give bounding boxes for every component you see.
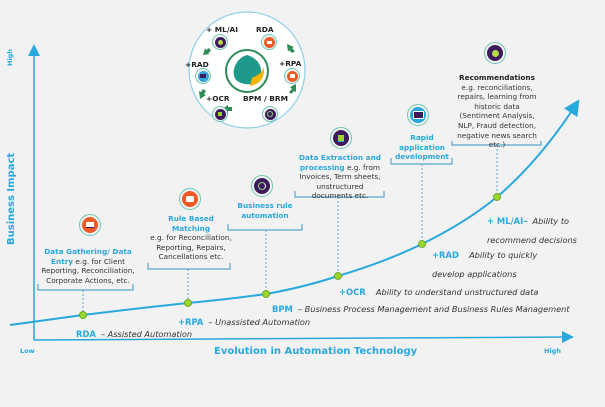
bracket-rpa — [147, 263, 231, 270]
curve-label-rda: RDA – Assisted Automation — [76, 329, 193, 339]
point-mlai — [493, 193, 501, 201]
cycle-arrow-2 — [289, 84, 296, 94]
cycle-robot-icon — [284, 68, 300, 84]
y-axis-high-label: High — [6, 49, 14, 66]
y-axis-title: Business Impact — [6, 152, 17, 245]
bracket-rda — [37, 284, 134, 291]
stage-title-ocr: Data Extraction and processing — [298, 153, 382, 172]
stage-download-icon — [330, 127, 352, 149]
cycle-label-ocr: +OCR — [206, 94, 230, 103]
cycle-label-mlai: + ML/AI — [206, 25, 238, 34]
x-axis — [33, 331, 574, 344]
point-bpm — [262, 290, 270, 298]
stage-desc-rda: Data Gathering/ Data Entry e.g. for Clie… — [38, 247, 138, 285]
stage-text-mlai: e.g. reconciliations, repairs, learning … — [457, 82, 537, 150]
stage-text-rpa: e.g. for Reconciliation, Reporting, Repa… — [150, 233, 232, 262]
bracket-bpm — [227, 224, 303, 231]
cycle-download-icon — [212, 106, 228, 122]
stage-laptop-icon — [79, 214, 101, 236]
stage-text-ocr: e.g. from Invoices, Term sheets, unstruc… — [299, 162, 381, 201]
cycle-label-bpm: BPM / BRM — [243, 94, 288, 103]
stage-title-rad: Rapid application development — [395, 133, 449, 162]
cycle-brain-icon — [212, 34, 228, 50]
point-rpa — [184, 299, 192, 307]
curve-label-bpm: BPM – Business Process Management and Bu… — [272, 304, 570, 314]
stage-brain-icon — [484, 42, 506, 64]
x-axis-high-label: High — [544, 347, 561, 355]
stage-title-mlai: Recommendations — [459, 73, 535, 82]
stage-text-rda: e.g. for Client Reporting, Reconciliatio… — [41, 256, 135, 285]
x-axis-low-label: Low — [20, 347, 35, 355]
cycle-arrow-4 — [199, 89, 206, 99]
cycle-arrow-5 — [203, 48, 211, 55]
bracket-ocr — [294, 191, 385, 198]
cycle-label-rda: RDA — [256, 25, 274, 34]
x-axis-title: Evolution in Automation Technology — [214, 346, 418, 357]
curve-label-rad: +RAD Ability to quickly develop applicat… — [432, 250, 538, 279]
cycle-arrow-3 — [222, 105, 232, 113]
curve-label-ocr: +OCR Ability to understand unstructured … — [339, 287, 539, 297]
stage-monitor-icon — [407, 104, 429, 126]
cycle-monitor-icon — [195, 68, 211, 84]
cycle-label-rad: +RAD — [185, 60, 209, 69]
cycle-laptop-icon — [261, 34, 277, 50]
logo-swoosh — [250, 66, 264, 86]
cycle-label-rpa: +RPA — [279, 59, 302, 68]
stage-title-rpa: Rule Based Matching — [168, 214, 214, 233]
point-rda — [79, 311, 87, 319]
point-rad — [418, 240, 426, 248]
stage-cycle-icon — [251, 175, 273, 197]
stage-desc-ocr: Data Extraction and processing e.g. from… — [296, 153, 384, 201]
stage-robot-icon — [179, 188, 201, 210]
stage-title-bpm: Business rule automation — [237, 201, 293, 220]
stage-desc-rad: Rapid application development — [393, 133, 451, 162]
curve-label-mlai: + ML/AI– Ability to recommend decisions — [487, 216, 577, 245]
stage-title-rda: Data Gathering/ Data Entry — [44, 247, 132, 266]
curve-label-rpa: +RPA – Unassisted Automation — [178, 317, 311, 327]
stage-desc-bpm: Business rule automation — [230, 201, 300, 220]
point-ocr — [334, 272, 342, 280]
cycle-arrow-1 — [287, 44, 295, 53]
cycle-cycle-icon — [262, 106, 278, 122]
